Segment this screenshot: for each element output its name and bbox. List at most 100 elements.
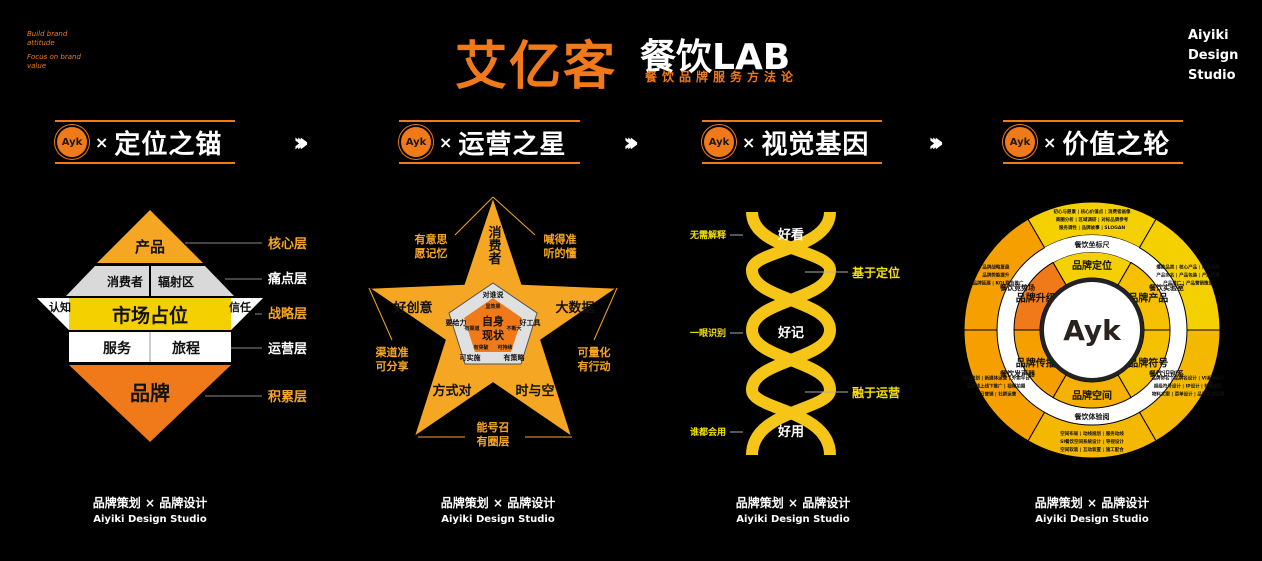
footer-2: 品牌策划 × 品牌设计 Aiyiki Design Studio	[398, 494, 598, 525]
star-outer-label: 愿记忆	[415, 246, 448, 260]
dna-strand	[745, 211, 837, 456]
footer-line: Aiyiki Design Studio	[1035, 514, 1149, 525]
section-header-wheel: Ayk × 价值之轮	[1003, 120, 1183, 164]
layer-label: 核心层	[268, 236, 307, 252]
section-header-star: Ayk × 运营之星	[399, 120, 580, 164]
star-outer-label: 有意思	[415, 232, 448, 246]
pyramid-top	[97, 210, 203, 263]
pyramid-label: 服务	[103, 340, 132, 357]
dna-node: 好用	[777, 424, 804, 440]
star-outer-label: 能号召	[477, 420, 510, 434]
footer-line: 品牌策划 × 品牌设计	[735, 496, 851, 510]
wheel-inner-label: 品牌定位	[1072, 259, 1112, 272]
dna-left-label: 谁都会用	[690, 426, 726, 438]
times-icon: ×	[742, 132, 756, 152]
star-center: 自身	[482, 314, 504, 328]
studio-line: Aiyiki	[1188, 28, 1229, 43]
section-title: 定位之锚	[114, 129, 223, 160]
ring-label: 显效果	[485, 303, 501, 310]
star-arm-label: 大数据	[555, 300, 594, 316]
wheel-ring-label: 餐饮发声器	[999, 369, 1036, 378]
ring-label: 可持续	[497, 344, 512, 351]
layer-label: 运营层	[268, 341, 307, 357]
wheel-center	[1040, 278, 1144, 382]
wheel-inner-label: 品牌升级	[1016, 292, 1057, 305]
wheel-outer-text: 爆款品类 | 核心产品 | 产品矩阵	[1156, 264, 1220, 271]
star-outer-label: 有圈层	[477, 434, 510, 448]
studio-name: Aiyiki Design Studio	[1188, 26, 1238, 86]
pyramid-label: 市场占位	[112, 304, 188, 327]
ayk-logo-icon: Ayk	[702, 125, 736, 159]
pyramid-label: 认知	[49, 300, 71, 314]
tagline-1: Build brand attitude	[27, 30, 68, 47]
pyramid-middle	[37, 298, 263, 330]
dna-left-label: 一眼识别	[690, 327, 726, 339]
ring-label: 可实施	[460, 353, 481, 362]
pyramid-label: 消费者	[107, 274, 143, 289]
times-icon: ×	[1043, 132, 1057, 152]
dna-strand	[745, 211, 837, 456]
star-diagram: 自身 现状 对谁说 好工具 有策略 可实施 要给力 显效果 不断大 可持续 有突…	[366, 194, 620, 448]
star-arm-label: 消费者	[486, 225, 503, 266]
wheel-outer-text: 品牌命名 | 品牌名设计 | VI系统设计	[1152, 375, 1226, 382]
star-ring-inner	[464, 298, 522, 352]
brand-name-cn: 艾亿客	[455, 37, 618, 97]
ring-label: 有渠道	[464, 325, 479, 332]
wheel-outer-text: 服务调性 | 品牌故事 | SLOGAN	[1059, 224, 1126, 231]
dna-left-label: 无需解释	[689, 229, 727, 241]
footer-4: 品牌策划 × 品牌设计 Aiyiki Design Studio	[992, 494, 1192, 525]
layer-label: 痛点层	[267, 271, 307, 287]
dna-node: 好看	[777, 227, 804, 243]
tagline-2: Focus on brand value	[27, 53, 81, 70]
wheel-outer-text: 物料文案 | 菜单设计 | 品牌视觉延展	[1152, 391, 1225, 398]
star-outer-label: 可分享	[376, 359, 409, 373]
section-title: 视觉基因	[761, 129, 870, 160]
wheel-outer-segment	[963, 218, 1046, 331]
studio-line: Design	[1188, 48, 1239, 63]
wheel-outer-text: 空间软装 | 互动装置 | 施工配合	[1060, 446, 1124, 453]
wheel-outer-text: 品牌线上线下推广 | 视频拍摄	[966, 383, 1025, 390]
section-header-anchor: Ayk × 定位之锚	[55, 120, 235, 164]
pyramid-label: 品牌	[130, 381, 170, 405]
wheel-outer-text: 初心与愿景 | 核心价值点 | 消费者画像	[1053, 208, 1131, 215]
section-header-gene: Ayk × 视觉基因	[702, 120, 882, 164]
footer-3: 品牌策划 × 品牌设计 Aiyiki Design Studio	[693, 494, 893, 525]
wheel-inner-label: 品牌产品	[1128, 292, 1168, 305]
footer-line: Aiyiki Design Studio	[93, 514, 207, 525]
ring-label: 有策略	[504, 353, 526, 362]
star-arm-label: 方式对	[432, 383, 471, 399]
footer-line: Aiyiki Design Studio	[736, 514, 850, 525]
wheel-center-logo: Ayk	[1063, 314, 1122, 347]
footer-line: 品牌策划 × 品牌设计	[92, 496, 208, 510]
pyramid-bottom	[69, 365, 231, 442]
wheel-inner-label: 品牌传播	[1016, 357, 1057, 370]
wheel-outer-text: 品牌势能提升	[982, 272, 1009, 279]
dna-node: 好记	[777, 325, 804, 341]
wheel-ring-label: 餐饮实验室	[1148, 283, 1184, 292]
times-icon: ×	[439, 132, 453, 152]
pyramid-label: 信任	[229, 300, 251, 314]
wheel-ring-label: 餐饮竞势场	[999, 283, 1035, 292]
footer-line: 品牌策划 × 品牌设计	[440, 496, 556, 510]
ring-label: 对谁说	[483, 290, 504, 299]
footer-line: Aiyiki Design Studio	[441, 514, 555, 525]
wheel-outer-text: 产品命名 | 产品包装 | 产品故事	[1156, 272, 1220, 279]
ring-label: 有突破	[473, 344, 488, 351]
pyramid-diagram: 产品 消费者 辐射区 市场占位 认知 信任 服务 旅程 品牌 核心层 痛点层 战…	[37, 210, 307, 442]
wheel-outer-text: 产品推广 | 产品营销策划	[1163, 280, 1213, 287]
star-arm-label: 时与空	[515, 383, 554, 399]
wheel-outer-text: 节日营销 | 社群运营	[975, 391, 1016, 398]
wheel-inner-label: 品牌符号	[1128, 357, 1168, 370]
footer-line: 品牌策划 × 品牌设计	[1034, 496, 1150, 510]
footer-1: 品牌策划 × 品牌设计 Aiyiki Design Studio	[50, 494, 250, 525]
dna-right-label: 融于运营	[852, 385, 900, 400]
ayk-logo-icon: Ayk	[1003, 125, 1037, 159]
brand-lab: 餐饮LAB	[640, 37, 791, 78]
wheel-ring	[997, 235, 1187, 425]
layer-label: 战略层	[268, 306, 307, 322]
section-title: 价值之轮	[1062, 129, 1171, 160]
wheel-outer-text: 空间布局 | 动线规划 | 服务动线	[1060, 430, 1124, 437]
pyramid-top-label: 产品	[135, 238, 165, 256]
ring-label: 好工具	[519, 318, 541, 327]
